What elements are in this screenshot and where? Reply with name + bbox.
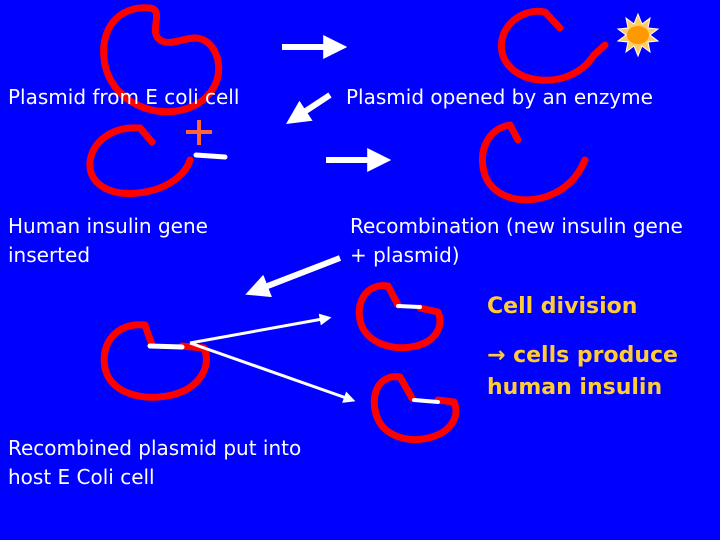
arrow-to-daughter-1 [189, 313, 332, 345]
insulin-gene-segment-icon-2 [147, 343, 185, 350]
plasmid-recombined-icon [100, 321, 210, 401]
label-insulin-gene-line2: inserted [8, 243, 91, 267]
arrow-to-insulin-gene [285, 92, 332, 124]
label-cell-division: Cell division [487, 294, 638, 319]
plasmid-recombined-top-icon [141, 321, 156, 349]
label-insulin-gene-line1: Human insulin gene [8, 214, 208, 238]
label-cells-produce-text: cells produce [505, 343, 678, 368]
insulin-gene-segment-icon-3 [396, 304, 422, 309]
plasmid-opened-icon-2 [86, 124, 194, 197]
arrow-to-daughter-2 [189, 341, 356, 403]
plasmid-daughter-icon-1 [355, 282, 444, 352]
label-recombined-line1: Recombined plasmid put into [8, 436, 302, 460]
label-plasmid-from-ecoli: Plasmid from E coli cell [8, 85, 240, 109]
label-recombination-line2: + plasmid) [350, 243, 460, 267]
plasmid-opened-icon [497, 7, 609, 84]
label-cells-produce-line2: human insulin [487, 375, 663, 400]
plasmid-daughter-icon-2 [370, 373, 460, 443]
right-arrow-icon: → [487, 343, 506, 368]
label-recombined-line2: host E Coli cell [8, 465, 155, 489]
plasmid-opened-cut-icon [541, 8, 564, 32]
insulin-gene-segment-icon-4 [412, 398, 440, 404]
label-insulin-gene: Human insulin gene inserted [8, 212, 208, 270]
label-cells-produce: → cells produce human insulin [487, 340, 678, 404]
plasmid-recombination-icon [479, 121, 589, 204]
label-cells-produce-line1: → cells produce [487, 340, 678, 372]
arrow-to-recombined [245, 255, 342, 298]
plasmid-closed-icon [100, 4, 223, 116]
plasmid-recombination-cut-icon [506, 121, 522, 144]
plus-icon [186, 120, 212, 145]
label-plasmid-opened: Plasmid opened by an enzyme [346, 85, 653, 109]
plasmid-opened-cut-icon-2 [136, 124, 156, 146]
enzyme-sun-icon [616, 12, 660, 58]
label-recombined-plasmid: Recombined plasmid put into host E Coli … [8, 434, 301, 492]
label-recombination: Recombination (new insulin gene + plasmi… [350, 212, 683, 270]
label-recombination-line1: Recombination (new insulin gene [350, 214, 683, 238]
insulin-gene-segment-icon [193, 152, 228, 160]
